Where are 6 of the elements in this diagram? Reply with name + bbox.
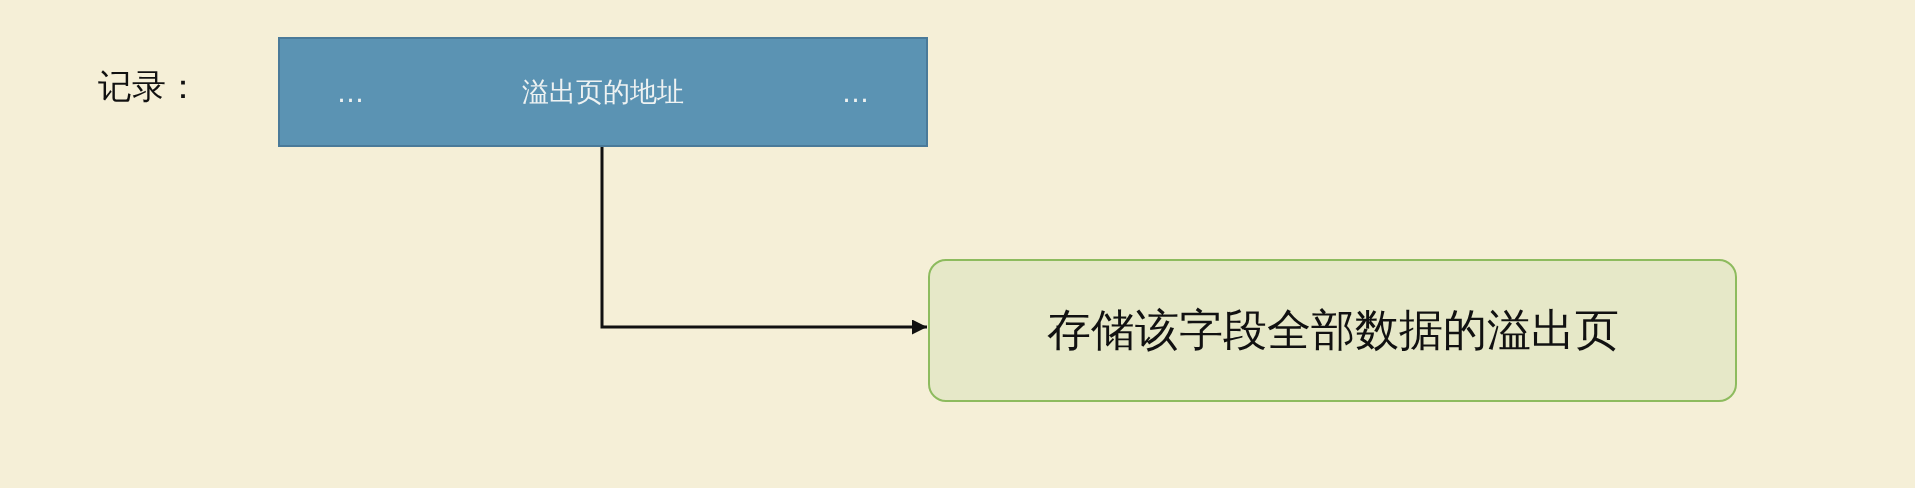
table-cell: … xyxy=(278,37,423,147)
arrow xyxy=(600,147,927,335)
table-cell: … xyxy=(785,37,928,147)
table-cell: 溢出页的地址 xyxy=(421,37,787,147)
process-box: 存储该字段全部数据的溢出页 xyxy=(928,259,1737,402)
row-label: 记录： xyxy=(98,65,200,108)
